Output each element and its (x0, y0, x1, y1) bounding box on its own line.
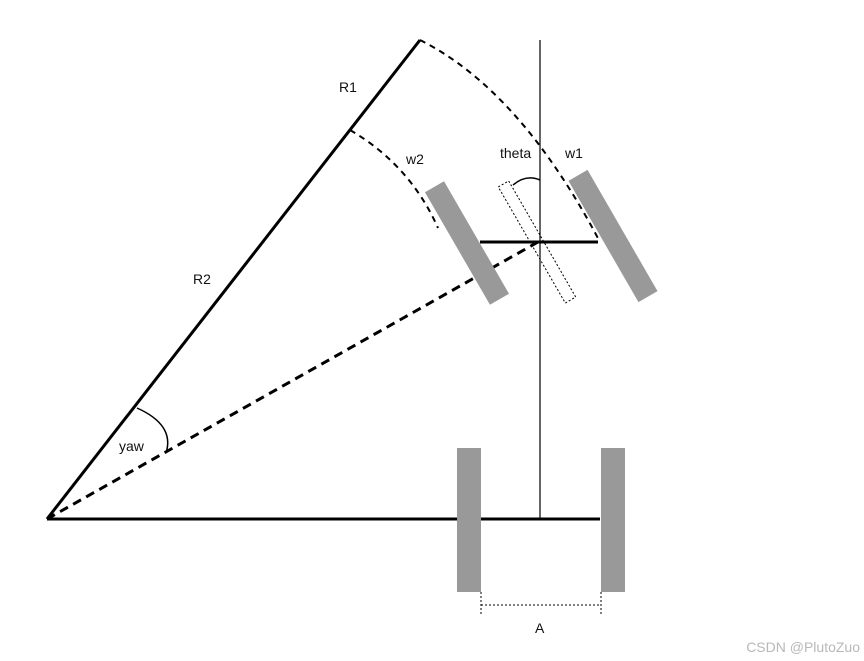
label-theta: theta (500, 145, 531, 161)
label-r2: R2 (193, 271, 211, 287)
virtual-center-wheel (497, 180, 577, 304)
center-to-front-axle-dashed-line (46, 240, 539, 521)
label-track-width-a: A (535, 620, 545, 636)
rear-left-wheel (457, 448, 481, 592)
rear-right-wheel (601, 448, 625, 592)
label-r1: R1 (339, 79, 357, 95)
inner-wheel-arc-w2 (349, 129, 439, 229)
label-w2: w2 (405, 151, 424, 167)
front-right-wheel (568, 169, 658, 303)
front-left-wheel (424, 181, 510, 305)
outer-wheel-arc-w1 (419, 39, 601, 243)
theta-angle-arc (512, 177, 541, 186)
watermark: CSDN @PlutoZuo (746, 639, 860, 655)
yaw-angle-arc (136, 407, 169, 454)
outer-radius-line-r1 (45, 39, 422, 520)
label-yaw: yaw (119, 438, 145, 454)
label-w1: w1 (564, 145, 583, 161)
